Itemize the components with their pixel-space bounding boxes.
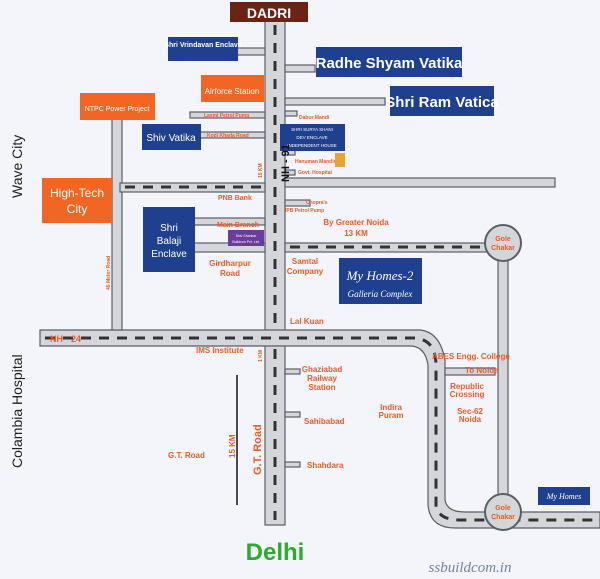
surya-line1: SHRI SURYA SHANI [291,127,333,132]
surya-line2: DEV ENCLAVE [296,135,327,140]
ims-label: IMS Institute [196,346,244,355]
abes-label: ABES Engg. College [432,352,510,361]
gole1-line2: Chakar [491,245,515,252]
ntpc-label: NTPC Power Project [85,106,150,113]
shriram-label: Shri Ram Vatica [385,94,499,111]
to-noida-label: To Noida [465,366,499,375]
gole2-line2: Chakar [491,514,515,521]
km15-label: 15 KM [228,434,237,458]
chopra-label: Chopra's [306,200,328,206]
samtal-line2: Company [287,267,324,276]
title-box [230,2,308,22]
meter45-label: 45 Meter Road [106,256,112,290]
km13-label: 13 KM [344,229,368,238]
colambia-hospital-label: Colambia Hospital [9,354,25,468]
indira-line2: Puram [379,411,404,420]
main-branch-label: Main Branch [217,222,259,229]
vertical-link-road [497,254,509,501]
gole2-line1: Gole [495,505,511,512]
pnb-label: PNB Bank [218,195,252,202]
girdhar-line1: Girdharpur [209,259,251,268]
sec62-line1: Sec-62 [457,407,483,416]
gole-chakar-roundabout [484,224,522,262]
ghaziabad-line3: Station [308,383,335,392]
myhomes2-line2: Galleria Complex [348,289,413,299]
ipb-label: IPB Petrol Pump [285,208,324,214]
radhe-label: Radhe Shyam Vatika [316,55,463,72]
gole-chakar-roundabout-2 [484,493,522,531]
temple-icon [335,153,345,167]
sec62-line2: Noida [459,415,482,424]
kodi-label: Kodi Khada Road [207,133,249,139]
gt-road-vertical-label: G.T. Road [252,424,264,475]
shiv-label: Shiv Vatika [146,133,196,144]
km15-top-label: 15 KM [258,163,264,178]
dabur-label: Dabur Mandi [299,115,330,121]
greater-noida-label: By Greater Noida [323,218,389,227]
laxmi-label: Laxmi Petrol Pump [204,113,249,119]
balaji-line3: Enclave [151,249,187,260]
republic-line2: Crossing [450,390,485,399]
nh24-label: NH - 24 [50,334,81,344]
surya-line3: INDEPENDENT HOUSE [287,143,336,148]
ghaziabad-line1: Ghaziabad [302,365,343,374]
vrindavan-label: Shri Vrindavan Enclave [164,42,242,49]
watermark: ssbuildcom.in [429,560,512,576]
builders-line1: Shiv Shankar [236,234,258,238]
hitech-line2: City [67,202,88,216]
balaji-line2: Balaji [157,236,181,247]
hitech-line1: High-Tech [50,186,104,200]
gole1-line1: Gole [495,236,511,243]
govt-hospital-label: Govt. Hospital [298,170,333,176]
destination-delhi: Delhi [246,539,305,566]
nh24-road [39,329,600,529]
hanuman-label: Hanuman Mandir [295,159,336,165]
meter45-road [111,94,123,331]
balaji-line1: Shri [160,223,178,234]
sahibabad-label: Sahibabad [304,417,345,426]
title: DADRI [247,5,291,21]
republic-line1: Republic [450,382,484,391]
shahdara-label: Shahdara [307,461,344,470]
myhomes-label: My Homes [546,492,581,501]
nh91-road [264,19,286,526]
builders-line2: Buildcon Pvt. Ltd. [232,240,259,244]
myhomes2-line1: My Homes-2 [346,268,414,283]
wave-city-label: Wave City [9,135,25,198]
km1-label: 1 KM [258,350,264,362]
samtal-line1: Samtal [292,257,318,266]
airforce-label: Airforce Station [205,87,260,96]
lalkuan-label: Lal Kuan [290,317,324,326]
ghaziabad-line2: Railway [307,374,337,383]
gt-road-label: G.T. Road [168,451,205,460]
indira-line1: Indira [380,403,402,412]
girdhar-line2: Road [220,269,240,278]
nh91-label: NH - 91 [280,144,292,182]
